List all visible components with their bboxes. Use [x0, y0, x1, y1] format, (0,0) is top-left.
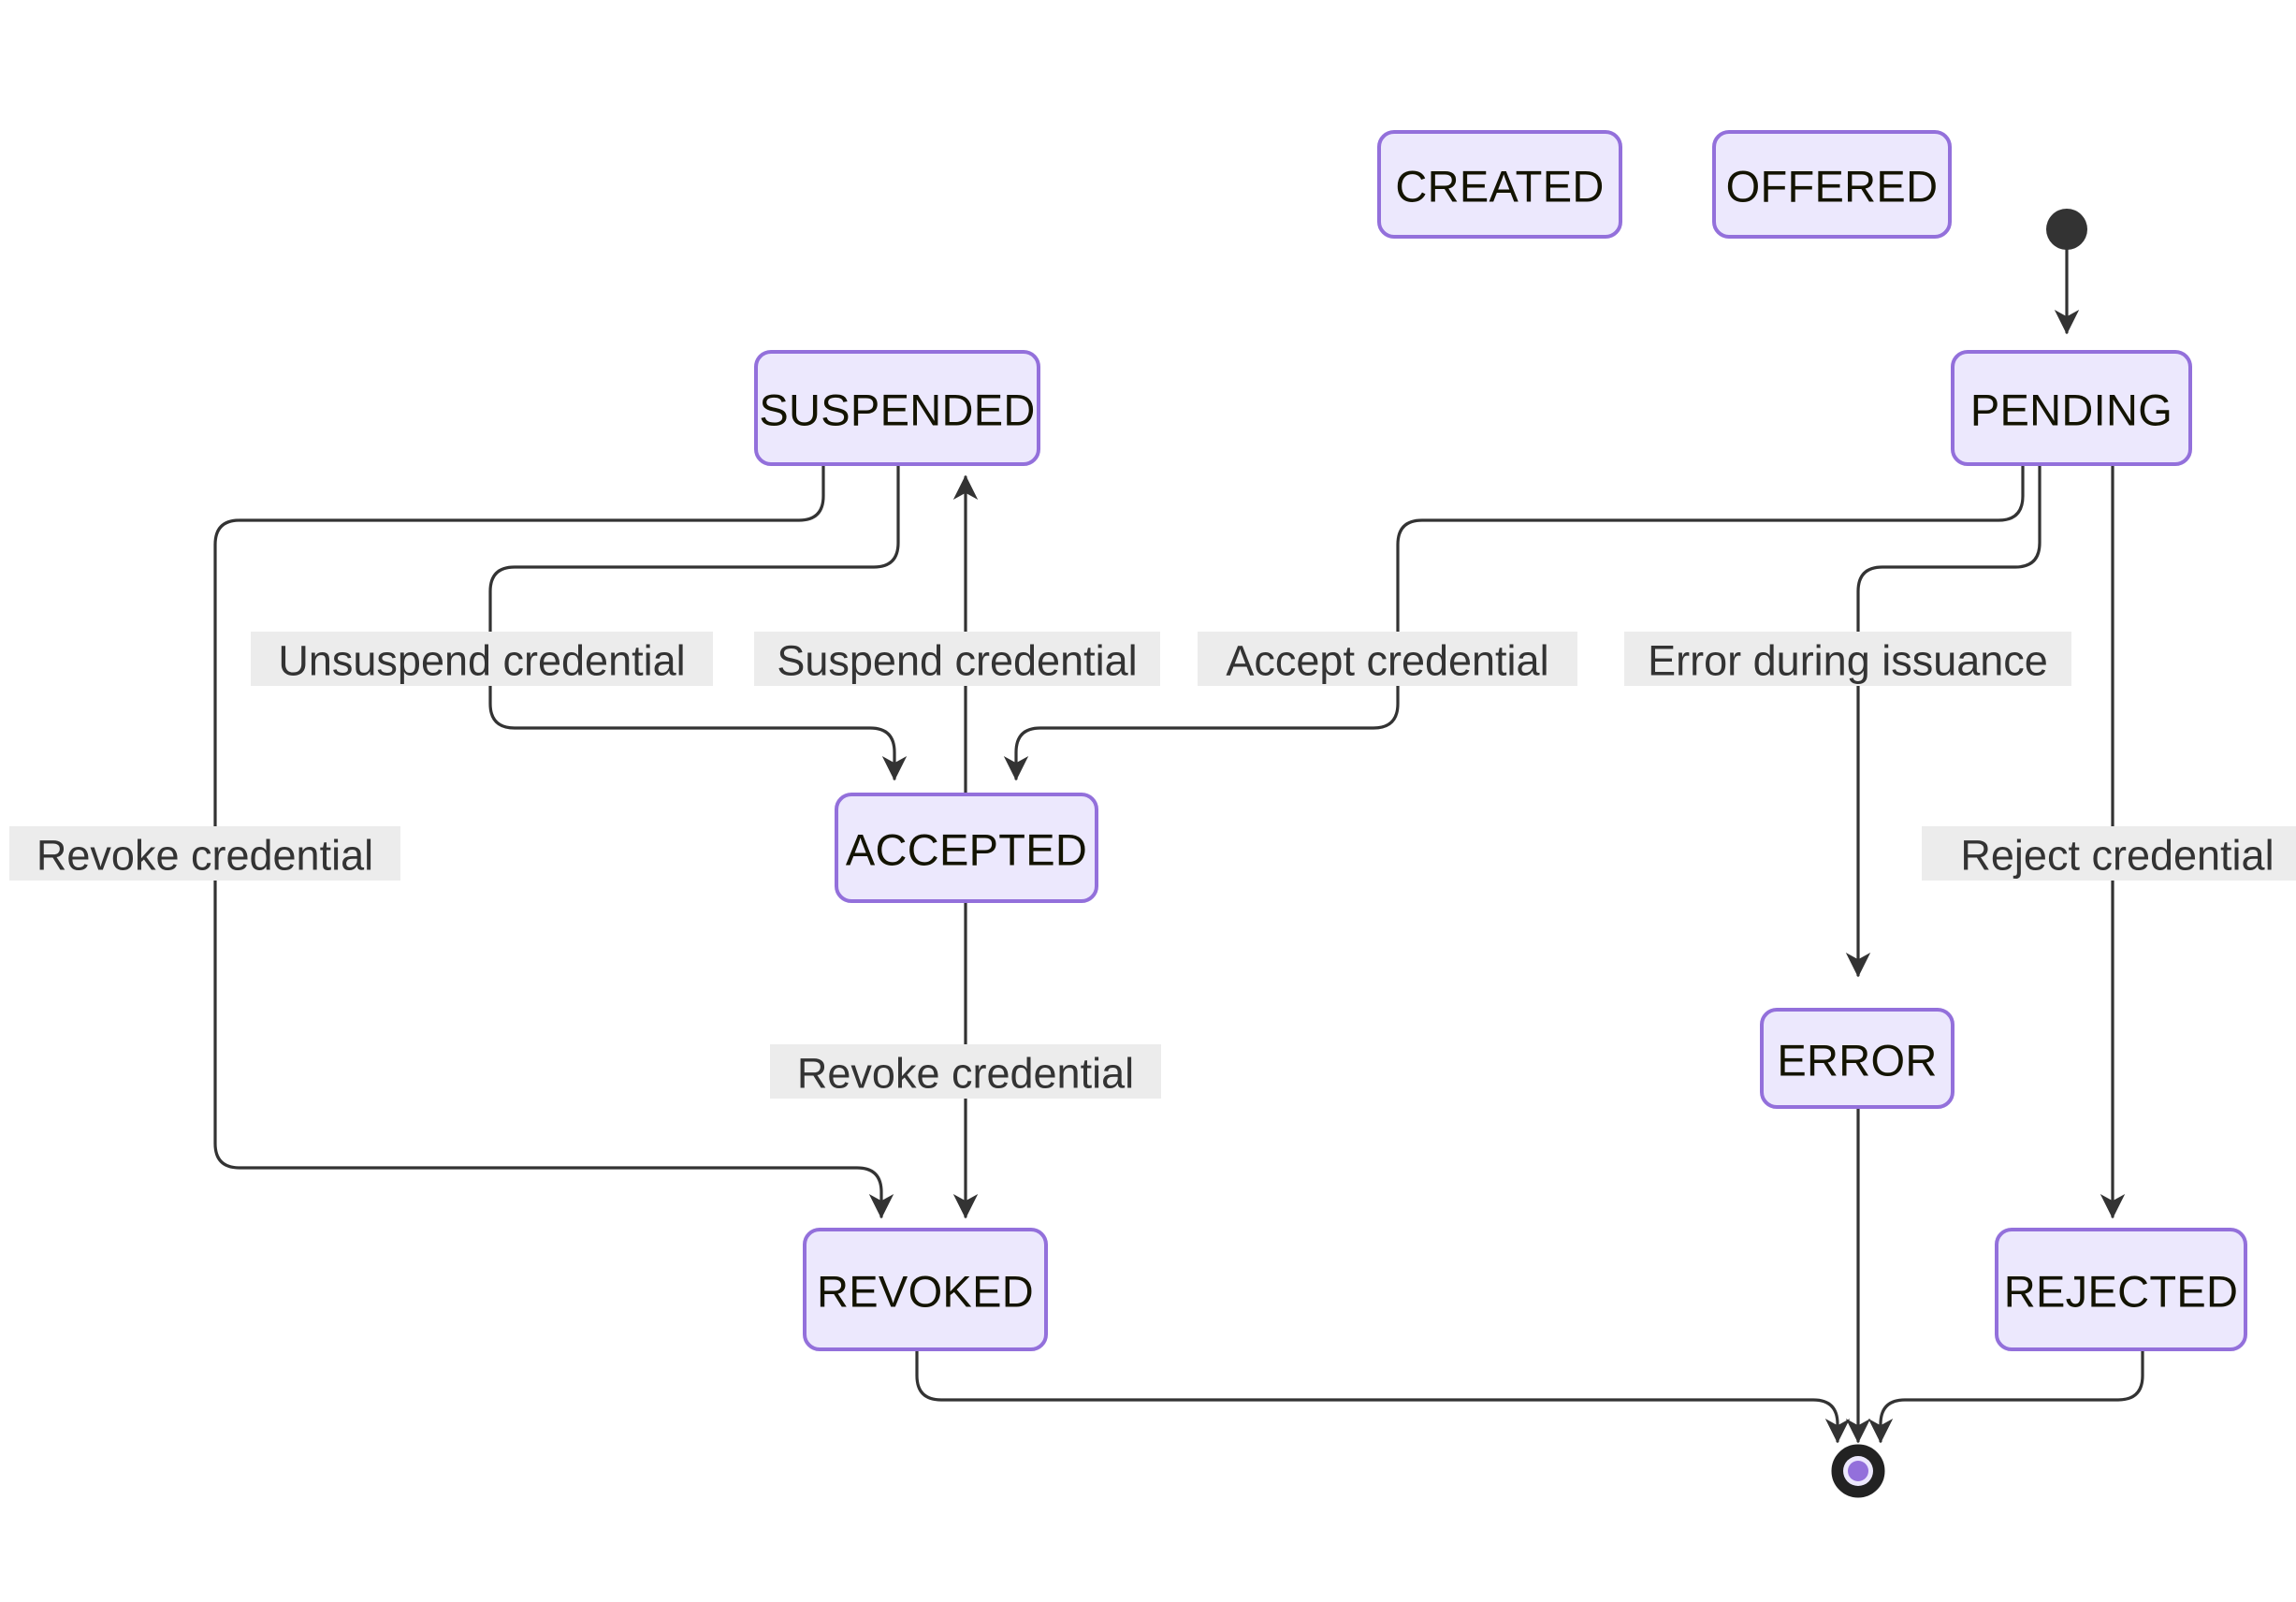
- edge-label-revoke-credential-center-text: Revoke credential: [797, 1050, 1134, 1098]
- final-state-marker: [1831, 1444, 1885, 1498]
- edge-revoked-to-end: [915, 1347, 1851, 1444]
- state-label-suspended: SUSPENDED: [759, 386, 1035, 435]
- state-label-accepted: ACCEPTED: [846, 825, 1087, 875]
- edge-pending-to-error: [1845, 463, 2042, 978]
- edge-label-reject-credential: Reject credential: [1922, 826, 2296, 881]
- edge-suspended-to-accepted: [488, 463, 908, 781]
- state-node-error[interactable]: ERROR: [1760, 1008, 1955, 1109]
- edge-rejected-to-end: [1867, 1347, 2144, 1444]
- state-node-offered[interactable]: OFFERED: [1712, 130, 1952, 239]
- edge-label-suspend-credential-text: Suspend credential: [777, 637, 1137, 685]
- edge-label-reject-credential-text: Reject credential: [1960, 832, 2274, 880]
- edge-label-revoke-credential-left: Revoke credential: [9, 826, 400, 881]
- state-label-offered: OFFERED: [1726, 162, 1939, 211]
- edge-label-suspend-credential: Suspend credential: [754, 632, 1160, 686]
- state-node-rejected[interactable]: REJECTED: [1995, 1228, 2247, 1351]
- edge-label-unsuspend-credential-text: Unsuspend credential: [278, 637, 685, 685]
- edge-label-accept-credential: Accept credential: [1198, 632, 1577, 686]
- edge-label-error-during-issuance-text: Error during issuance: [1648, 637, 2048, 685]
- state-node-pending[interactable]: PENDING: [1951, 350, 2192, 466]
- state-node-revoked[interactable]: REVOKED: [803, 1228, 1048, 1351]
- edge-label-revoke-credential-left-text: Revoke credential: [36, 832, 373, 880]
- edge-label-accept-credential-text: Accept credential: [1226, 637, 1548, 685]
- state-label-rejected: REJECTED: [2004, 1267, 2238, 1317]
- state-label-revoked: REVOKED: [817, 1267, 1034, 1317]
- edge-pending-to-accepted: [1003, 463, 2025, 781]
- edge-label-revoke-credential-center: Revoke credential: [770, 1044, 1161, 1099]
- state-node-accepted[interactable]: ACCEPTED: [835, 793, 1098, 903]
- initial-state-marker: [2046, 209, 2087, 250]
- state-label-created: CREATED: [1395, 162, 1604, 211]
- state-label-error: ERROR: [1777, 1036, 1937, 1085]
- state-node-suspended[interactable]: SUSPENDED: [754, 350, 1040, 466]
- edge-label-unsuspend-credential: Unsuspend credential: [251, 632, 713, 686]
- edge-label-error-during-issuance: Error during issuance: [1624, 632, 2071, 686]
- state-label-pending: PENDING: [1970, 386, 2172, 435]
- state-node-created[interactable]: CREATED: [1377, 130, 1622, 239]
